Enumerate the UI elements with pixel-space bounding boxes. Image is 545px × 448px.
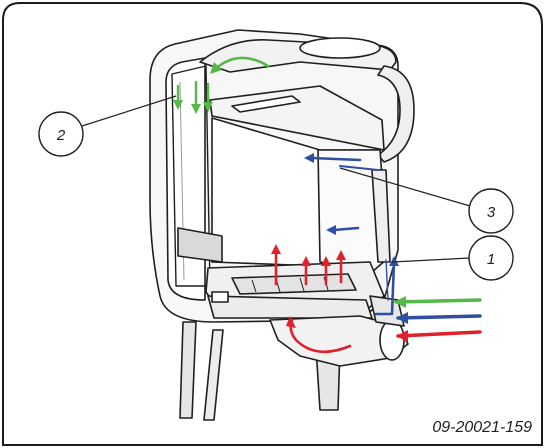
tertiary-air-blue-arrow-2 [339, 165, 379, 171]
primary-air-up-arrowhead [321, 256, 331, 266]
callout-3-circle [468, 188, 514, 234]
flue-collar [299, 37, 381, 59]
baffle-rib [231, 95, 301, 113]
primary-air-up-arrowhead [271, 244, 281, 254]
stove-body [149, 29, 415, 421]
callout-2-leader [81, 95, 177, 127]
secondary-air-blue-path [374, 260, 396, 316]
stove-leg-left [179, 321, 197, 419]
callout-1-circle [468, 235, 514, 281]
supply-air-blue-arrow [396, 314, 482, 320]
window-air-green-curve-head [210, 62, 222, 74]
supply-air-green-arrow [394, 298, 482, 304]
supply-air-red-arrow [396, 330, 482, 338]
secondary-air-blue-inner-head [326, 225, 336, 235]
window-air-green-down-head [191, 104, 201, 114]
stove-leg-middle [203, 329, 224, 421]
callout-2: 2 [38, 95, 177, 157]
callout-1-leader [391, 257, 471, 263]
supply-air-green-arrowhead [394, 296, 406, 308]
window-air-green-down-head [173, 100, 183, 110]
window-air-green-down-head [203, 102, 213, 112]
grate-bar [299, 277, 305, 292]
figure-reference-code: 09-20021-159 [432, 419, 532, 436]
tertiary-air-blue-head [304, 153, 314, 163]
flue-pipe [377, 65, 415, 163]
supply-air-blue-arrowhead [396, 312, 408, 324]
firebox-right-wall [317, 149, 389, 273]
airflow-arrows [173, 56, 482, 354]
grate [231, 273, 357, 295]
secondary-air-blue-outline [385, 259, 389, 301]
supply-air-red-arrowhead [396, 330, 408, 342]
callout-1-number: 1 [487, 251, 495, 268]
primary-air-red-head [286, 316, 296, 328]
grate-bar [251, 279, 257, 293]
callout-3: 3 [339, 167, 514, 234]
secondary-air-blue-inner-arrow [332, 226, 360, 232]
ash-pan [207, 295, 373, 319]
callout-2-number: 2 [56, 127, 66, 144]
primary-air-up-arrowhead [301, 256, 311, 266]
log-guard [177, 227, 223, 263]
callout-2-circle [38, 111, 84, 157]
callout-3-leader [339, 167, 471, 207]
rear-air-channel [371, 169, 391, 263]
tertiary-air-blue-arrow [310, 156, 362, 162]
primary-air-up-arrowhead [336, 250, 346, 260]
ash-pan-handle [211, 291, 229, 303]
callout-1: 1 [391, 235, 514, 281]
secondary-air-blue-head [389, 256, 399, 266]
callout-3-number: 3 [487, 204, 496, 221]
